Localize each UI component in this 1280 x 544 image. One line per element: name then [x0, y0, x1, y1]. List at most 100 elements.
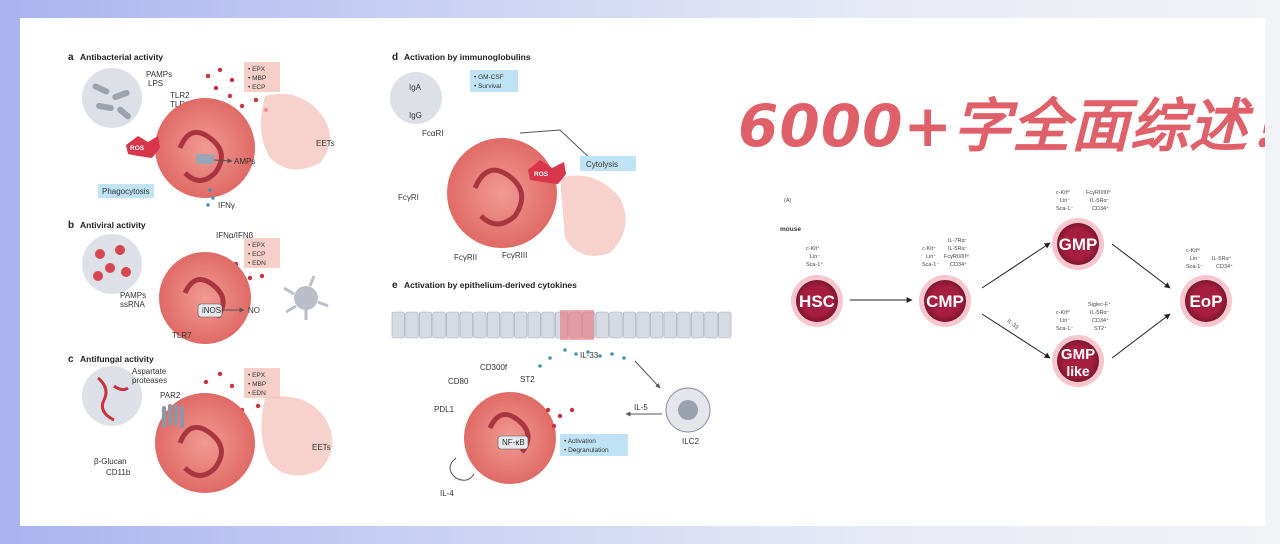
eop-marker-r1: IL-5Rα⁺ — [1212, 255, 1232, 262]
epithelial-cell — [446, 311, 460, 339]
panel-d-letter: d — [392, 52, 398, 63]
panel-b: b Antiviral activity IFNα/IFNβ • EPX • E… — [68, 220, 329, 344]
gmplike-cell — [1057, 340, 1099, 382]
immunoglobulin-circle — [390, 72, 442, 124]
panel-b-letter: b — [68, 220, 74, 231]
amps-granule — [196, 154, 214, 164]
fcgri-label: FcγRI — [398, 193, 419, 202]
fungi-icon — [97, 376, 129, 422]
epithelial-cell — [663, 311, 677, 339]
epithelial-cell — [500, 311, 514, 339]
gmplike-marker-l1: c-Kitʰⁱ — [1056, 308, 1070, 316]
il33-dots — [538, 348, 626, 368]
amps-label: AMPs — [234, 157, 255, 166]
eosinophil-a — [155, 98, 255, 198]
epithelial-cell — [622, 311, 637, 339]
epithelium-layer — [391, 311, 732, 339]
fcgrii-label: FcγRII — [454, 253, 477, 262]
granule-box-b — [244, 238, 280, 268]
ssrna-label: ssRNA — [120, 300, 146, 309]
nucleus-d — [472, 167, 525, 227]
cmp-cell — [924, 280, 966, 322]
il5-label: IL-5 — [634, 403, 648, 412]
epithelial-cell — [650, 311, 664, 339]
igg-label: IgG — [409, 111, 422, 120]
gmcsf-box — [470, 70, 518, 92]
bacteria-circle — [82, 68, 142, 128]
eosinophil-b — [159, 252, 251, 344]
pamps-label-b: PAMPs — [120, 291, 146, 300]
hsc-marker-1: c-Kit⁺ — [806, 245, 820, 252]
panel-d: d Activation by immunoglobulins IgA IgG … — [390, 52, 636, 262]
nfkb-label: NF-κB — [502, 438, 525, 447]
inos-box — [197, 303, 223, 318]
pdl1-label: PDL1 — [434, 405, 455, 414]
cd80-label: CD80 — [448, 377, 469, 386]
panel-a-title: Antibacterial activity — [80, 52, 163, 62]
lps-label: LPS — [148, 79, 163, 88]
panel-label-A: (A) — [784, 198, 792, 204]
nfkb-box — [497, 435, 529, 450]
gmp-marker-l1: c-Kitʰⁱ — [1056, 188, 1070, 196]
hsc-label: HSC — [799, 292, 835, 311]
cytolysis-box — [580, 156, 636, 171]
gmplike-marker-r1: Siglec-F⁺ — [1088, 301, 1111, 308]
panel-c-letter: c — [68, 354, 74, 365]
fcgriii-label: FcγRIII — [502, 251, 527, 260]
eop-label: EoP — [1189, 292, 1222, 311]
eets-net-c — [261, 396, 333, 476]
no-label: NO — [248, 306, 260, 315]
panel-b-title: Antiviral activity — [80, 220, 146, 230]
damaged-epithelium — [560, 310, 594, 340]
epithelial-cell — [405, 311, 419, 339]
hsc-cell — [796, 280, 838, 322]
phagocytosis-box — [98, 184, 154, 198]
gmp-label: GMP — [1059, 235, 1098, 254]
eop-marker-l1: c-Kitˡᵒ — [1186, 247, 1200, 254]
granule-dots-e — [545, 407, 575, 429]
il33-arrow-label: IL-33 — [1006, 318, 1019, 331]
inos-label: iNOS — [202, 306, 221, 315]
iga-label: IgA — [409, 83, 422, 92]
proteases-label: proteases — [132, 376, 167, 385]
granule-b-3: • EDN — [248, 260, 266, 267]
cmp-marker-l3: Sca-1⁻ — [922, 262, 939, 268]
epithelial-cell — [677, 311, 691, 339]
ilc2-nucleus — [678, 400, 698, 420]
epithelial-cell — [541, 311, 555, 339]
cmp-marker-l1: c-Kit⁺ — [922, 245, 936, 252]
granule-b-2: • ECP — [248, 251, 265, 258]
mouse-label: mouse — [780, 226, 801, 233]
degranulation-label: • Degranulation — [564, 447, 609, 454]
epithelial-cell — [418, 311, 433, 339]
il33-label-e: IL-33 — [580, 351, 599, 360]
ros-burst-d — [528, 160, 566, 184]
eop-marker-l3: Sca-1⁻ — [1186, 264, 1203, 270]
aspartate-label: Aspartate — [132, 367, 167, 376]
eop-marker-l2: Lin⁻ — [1190, 256, 1200, 262]
epithelial-cell — [486, 311, 501, 339]
activation-label: • Activation — [564, 438, 596, 445]
gmplike-marker-r4: ST2⁺ — [1094, 325, 1107, 332]
granule-c-3: • EDN — [248, 390, 266, 397]
epithelial-cell — [527, 311, 541, 339]
cmp-marker-r3: FcγRII/IIIˡᵒ — [944, 253, 969, 260]
gmp-marker-r1: FcγRII/IIIʰⁱ — [1086, 188, 1111, 196]
granule-c-2: • MBP — [248, 381, 266, 388]
panel-c-title: Antifungal activity — [80, 354, 154, 364]
il4-label: IL-4 — [440, 489, 454, 498]
granule-a-3: • ECP — [248, 84, 265, 91]
eop-marker-r2: CD34⁺ — [1216, 263, 1233, 270]
gmp-marker-l2: Lin⁻ — [1060, 198, 1070, 204]
eets-label-a: EETs — [316, 139, 335, 148]
gmplike-label-1: GMP — [1061, 346, 1095, 363]
epithelial-cell — [459, 311, 473, 339]
eosinophil-d — [447, 138, 557, 248]
granule-b-1: • EPX — [248, 242, 266, 249]
ros-label-d: ROS — [534, 171, 549, 178]
eets-net-a — [261, 94, 330, 170]
phagocytosis-label: Phagocytosis — [102, 187, 150, 196]
epithelial-cell — [473, 311, 487, 339]
nucleus-c — [177, 424, 224, 478]
granule-a-2: • MBP — [248, 75, 266, 82]
